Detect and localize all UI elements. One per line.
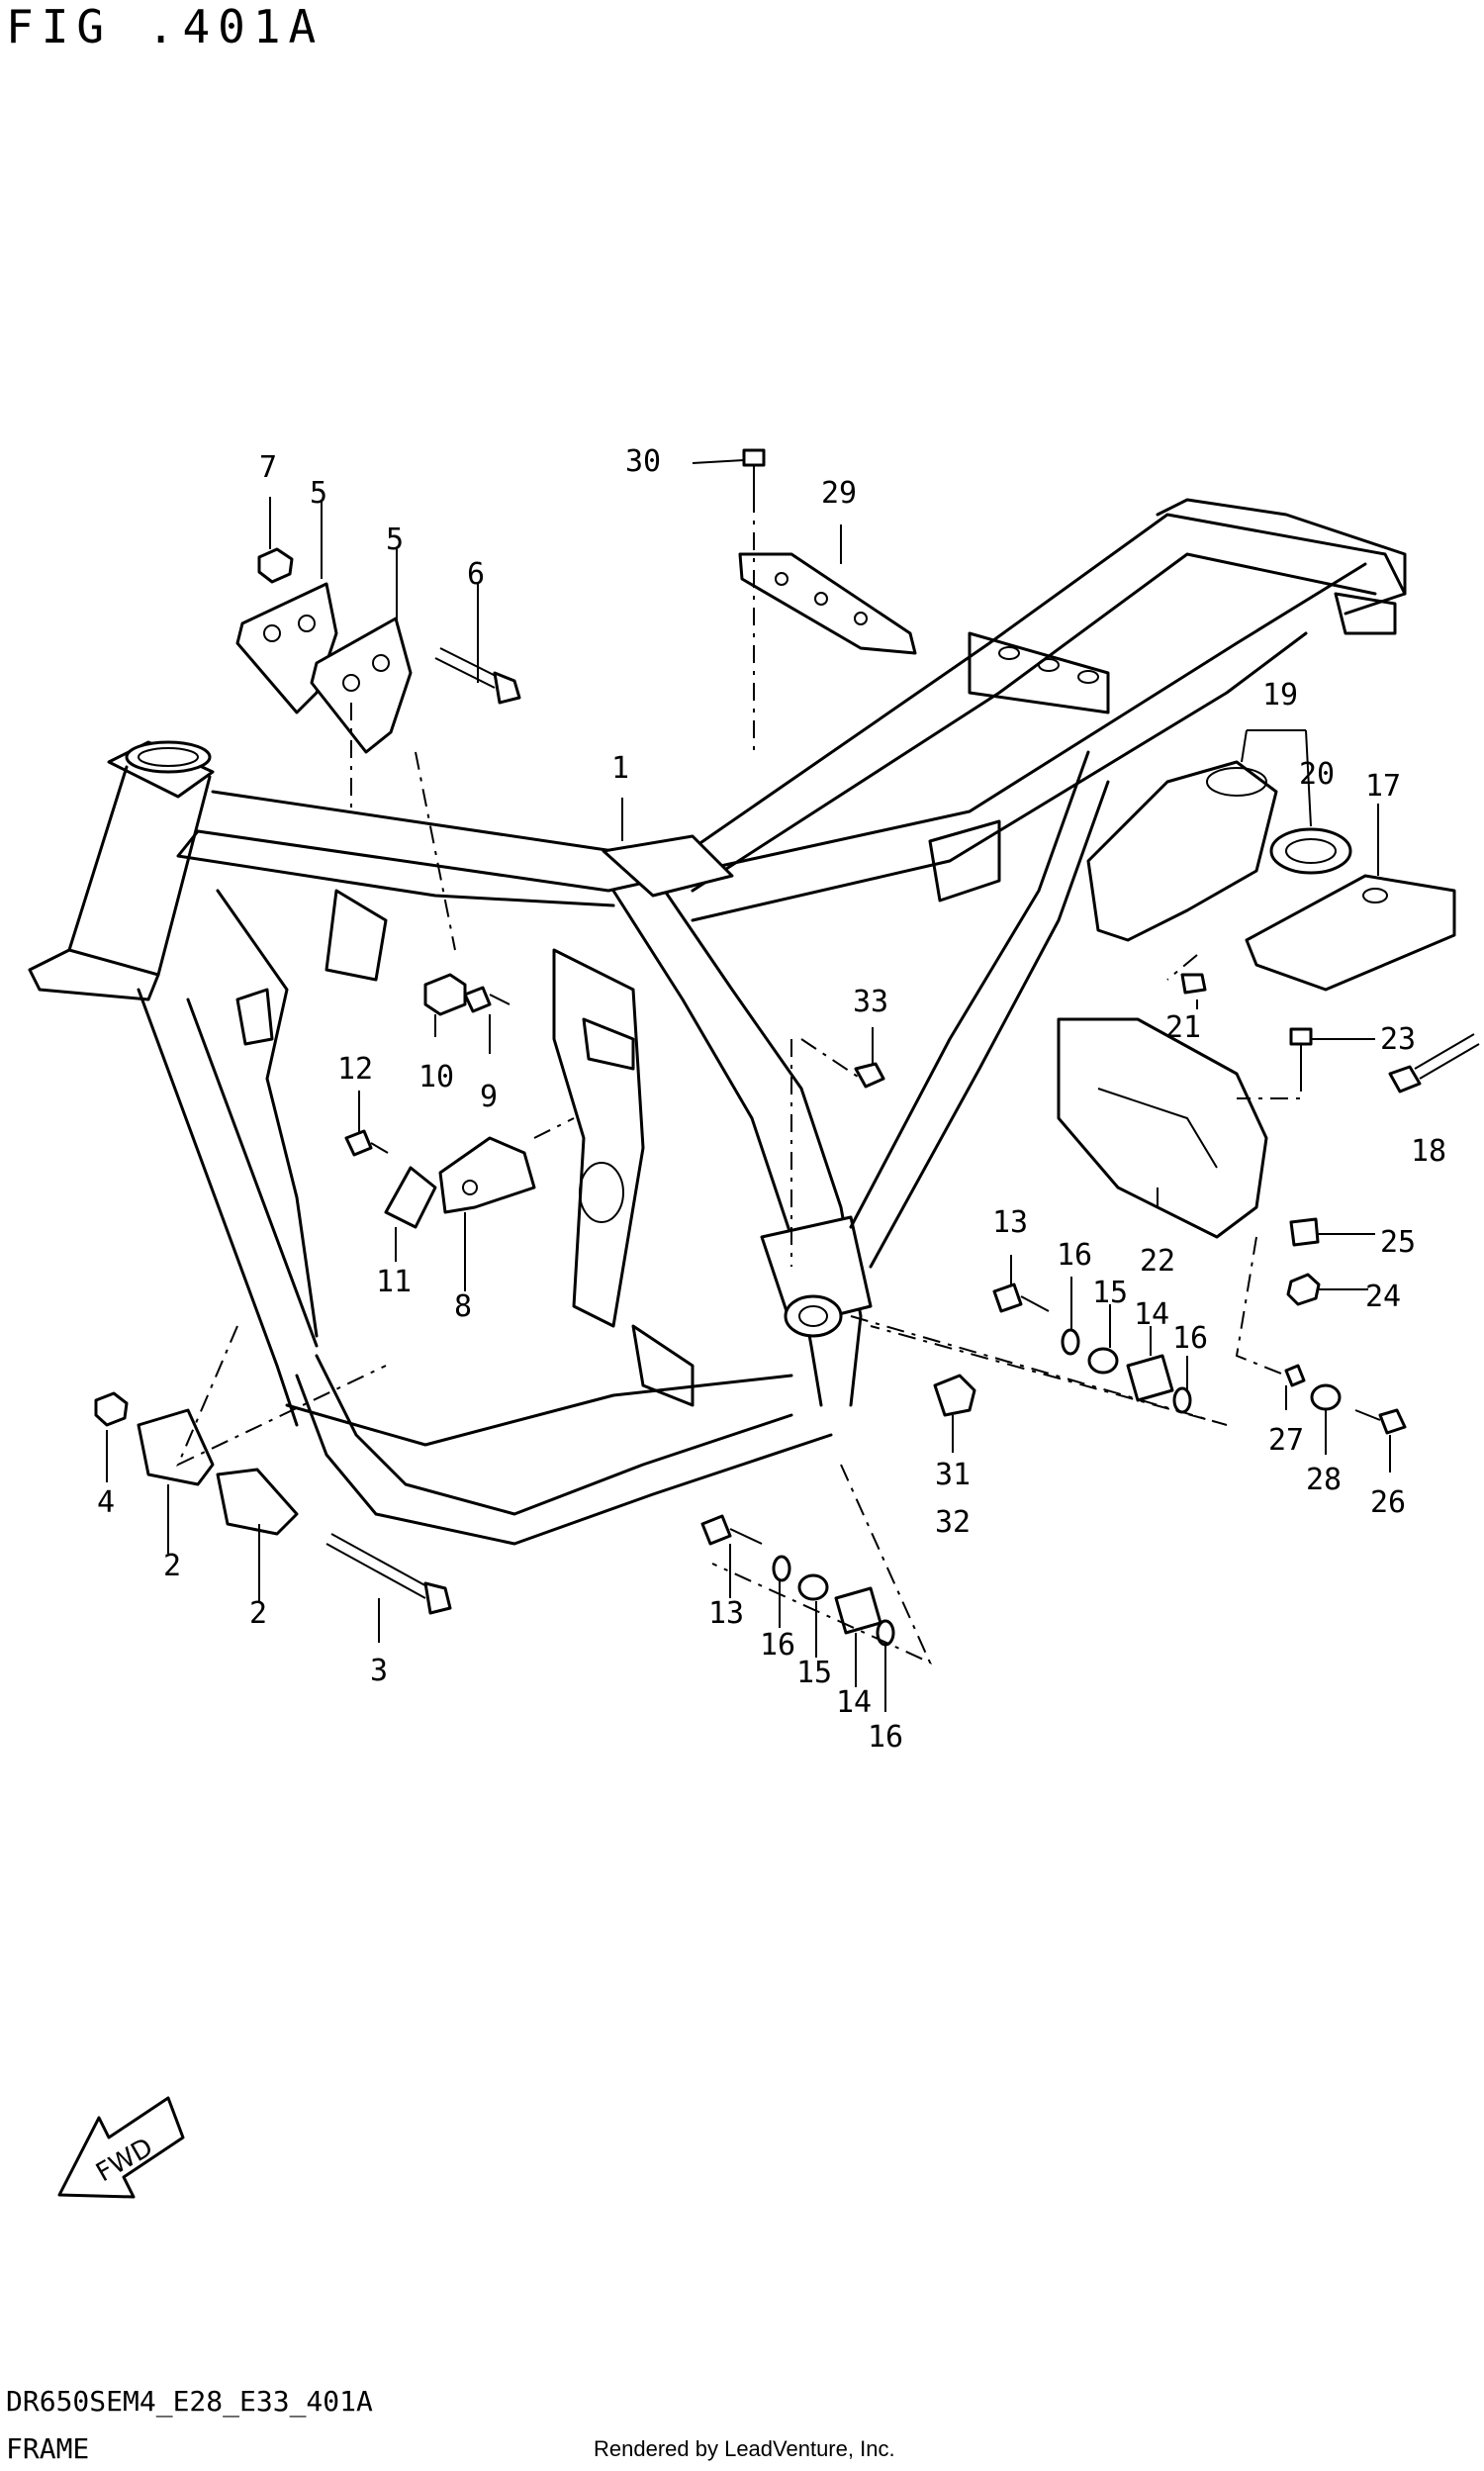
callout-30: 30 — [625, 444, 661, 479]
callout-7: 7 — [259, 450, 277, 485]
callout-6: 6 — [467, 557, 485, 592]
callout-19: 19 — [1262, 678, 1298, 713]
callout-22: 22 — [1140, 1244, 1175, 1279]
bolt-9 — [463, 986, 510, 1013]
callout-24: 24 — [1365, 1280, 1401, 1314]
callout-16: 16 — [1172, 1321, 1208, 1356]
bolt-23 — [1289, 1027, 1313, 1074]
callout-9: 9 — [480, 1080, 498, 1114]
grommet-28 — [1310, 1383, 1342, 1411]
washer-16-lower2 — [876, 1619, 895, 1647]
screw-26 — [1354, 1408, 1407, 1435]
washer-16-upper — [1061, 1328, 1080, 1356]
callout-5: 5 — [310, 476, 327, 511]
callout-15: 15 — [796, 1656, 832, 1690]
callout-15: 15 — [1092, 1276, 1128, 1310]
cover-20 — [1269, 827, 1352, 875]
fwd-arrow-icon: FWD — [57, 2096, 185, 2199]
nut-24 — [1286, 1273, 1321, 1306]
callout-17: 17 — [1365, 769, 1401, 804]
callout-33: 33 — [853, 985, 888, 1019]
callout-2: 2 — [249, 1596, 267, 1631]
figure-code: DR650SEM4_E28_E33_401A — [6, 2385, 373, 2418]
callout-14: 14 — [1134, 1297, 1169, 1332]
mount-nut-7 — [257, 547, 294, 584]
clamp-11 — [384, 1166, 437, 1229]
washer-16-upper2 — [1172, 1386, 1192, 1414]
rendered-by: Rendered by LeadVenture, Inc. — [594, 2436, 895, 2461]
callout-21: 21 — [1165, 1010, 1201, 1045]
callout-20: 20 — [1299, 757, 1335, 792]
bush-14-lower — [834, 1586, 882, 1635]
callout-5: 5 — [386, 523, 404, 557]
callout-18: 18 — [1411, 1134, 1446, 1169]
callout-3: 3 — [370, 1654, 388, 1688]
long-bolt-3 — [325, 1533, 452, 1615]
bolt-30 — [742, 448, 766, 495]
mount-bolt-6 — [434, 647, 521, 705]
cap-33 — [854, 1062, 885, 1089]
callout-16: 16 — [868, 1720, 903, 1755]
bolt-18 — [1388, 1033, 1480, 1093]
callout-16: 16 — [760, 1628, 795, 1663]
callout-13: 13 — [708, 1596, 744, 1631]
washer-16-lower — [772, 1555, 791, 1582]
bolt-13-upper — [992, 1283, 1050, 1313]
callout-26: 26 — [1370, 1485, 1406, 1520]
cover-22 — [1057, 1017, 1268, 1239]
collar-15-upper — [1087, 1347, 1119, 1375]
callout-8: 8 — [454, 1289, 472, 1324]
callout-labels: 7 5 5 6 1 30 29 33 12 10 9 11 8 4 2 2 3 … — [97, 444, 1446, 1755]
callout-11: 11 — [376, 1265, 412, 1299]
grommet-25 — [1289, 1217, 1320, 1247]
callout-12: 12 — [337, 1052, 373, 1087]
cap-31-32 — [933, 1374, 976, 1417]
callout-32: 32 — [935, 1505, 971, 1540]
figure-title: FIG .401A — [6, 0, 325, 53]
callout-16: 16 — [1057, 1238, 1092, 1273]
frame-main — [28, 498, 1407, 1546]
callout-14: 14 — [836, 1685, 872, 1720]
callout-23: 23 — [1380, 1022, 1416, 1057]
callout-31: 31 — [935, 1458, 971, 1492]
callout-4: 4 — [97, 1485, 115, 1520]
callout-25: 25 — [1380, 1225, 1416, 1260]
clip-27 — [1284, 1364, 1306, 1387]
rear-fender-19 — [1086, 760, 1278, 942]
callout-13: 13 — [992, 1205, 1028, 1240]
screw-21 — [1180, 973, 1207, 995]
mudguard-17 — [1245, 874, 1456, 992]
bracket-29 — [738, 552, 917, 655]
callout-27: 27 — [1268, 1423, 1304, 1458]
bolt-13-lower — [700, 1514, 763, 1546]
callout-10: 10 — [418, 1060, 454, 1094]
reference-lines — [176, 495, 1302, 1665]
mount-bracket-8 — [438, 1136, 536, 1214]
nut-4 — [94, 1391, 129, 1427]
spacer-10 — [423, 973, 467, 1016]
skid-bracket-2 — [137, 1408, 299, 1536]
callout-1: 1 — [611, 751, 629, 786]
bolt-12 — [344, 1129, 389, 1157]
callout-29: 29 — [821, 476, 857, 511]
callout-28: 28 — [1306, 1463, 1342, 1497]
callout-2: 2 — [163, 1549, 181, 1583]
bush-14-upper — [1126, 1354, 1174, 1402]
section-label: FRAME — [6, 2432, 90, 2465]
leader-lines — [106, 459, 1391, 1712]
collar-15-lower — [797, 1573, 829, 1601]
